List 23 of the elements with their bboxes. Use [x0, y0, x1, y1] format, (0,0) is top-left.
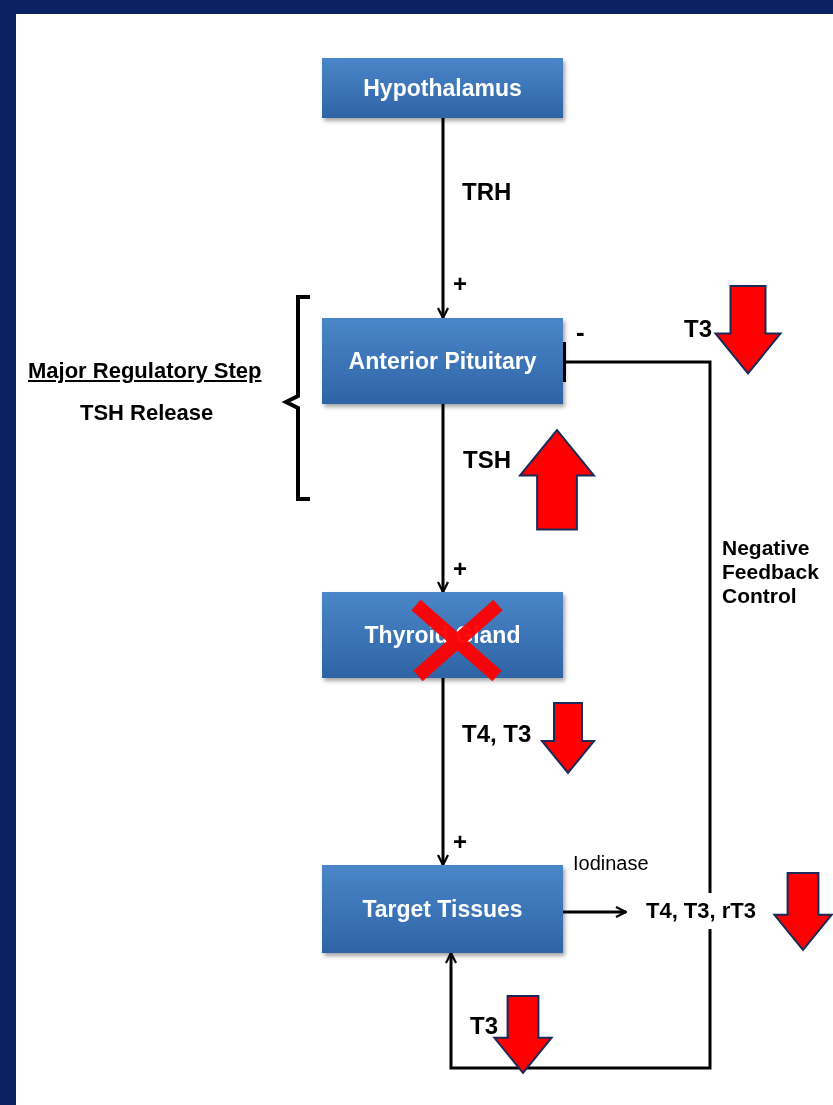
arrow	[436, 118, 450, 320]
edge-label: Iodinase	[573, 852, 649, 875]
arrow	[436, 678, 450, 867]
edge-label: T4, T3	[462, 720, 532, 748]
minus-sign: -	[576, 318, 585, 348]
plus-sign: +	[453, 555, 467, 583]
inhibition-line	[562, 342, 712, 893]
note-text: TSH Release	[80, 400, 214, 426]
arrow	[563, 905, 628, 919]
process-box: Target Tissues	[322, 865, 563, 953]
hormone-label: T3	[684, 315, 712, 343]
edge-label: TSH	[463, 446, 511, 474]
hormone-text: T4, T3, rT3	[626, 893, 776, 929]
arrow	[444, 929, 712, 1070]
plus-sign: +	[453, 270, 467, 298]
plus-sign: +	[453, 828, 467, 856]
process-box: Hypothalamus	[322, 58, 563, 118]
edge-label: Negative Feedback Control	[722, 536, 820, 609]
arrow	[436, 404, 450, 594]
note-heading: Major Regulatory Step	[28, 358, 262, 384]
edge-label: TRH	[462, 178, 512, 206]
edge-label: T3	[470, 1012, 498, 1040]
process-box: Anterior Pituitary	[322, 318, 563, 404]
